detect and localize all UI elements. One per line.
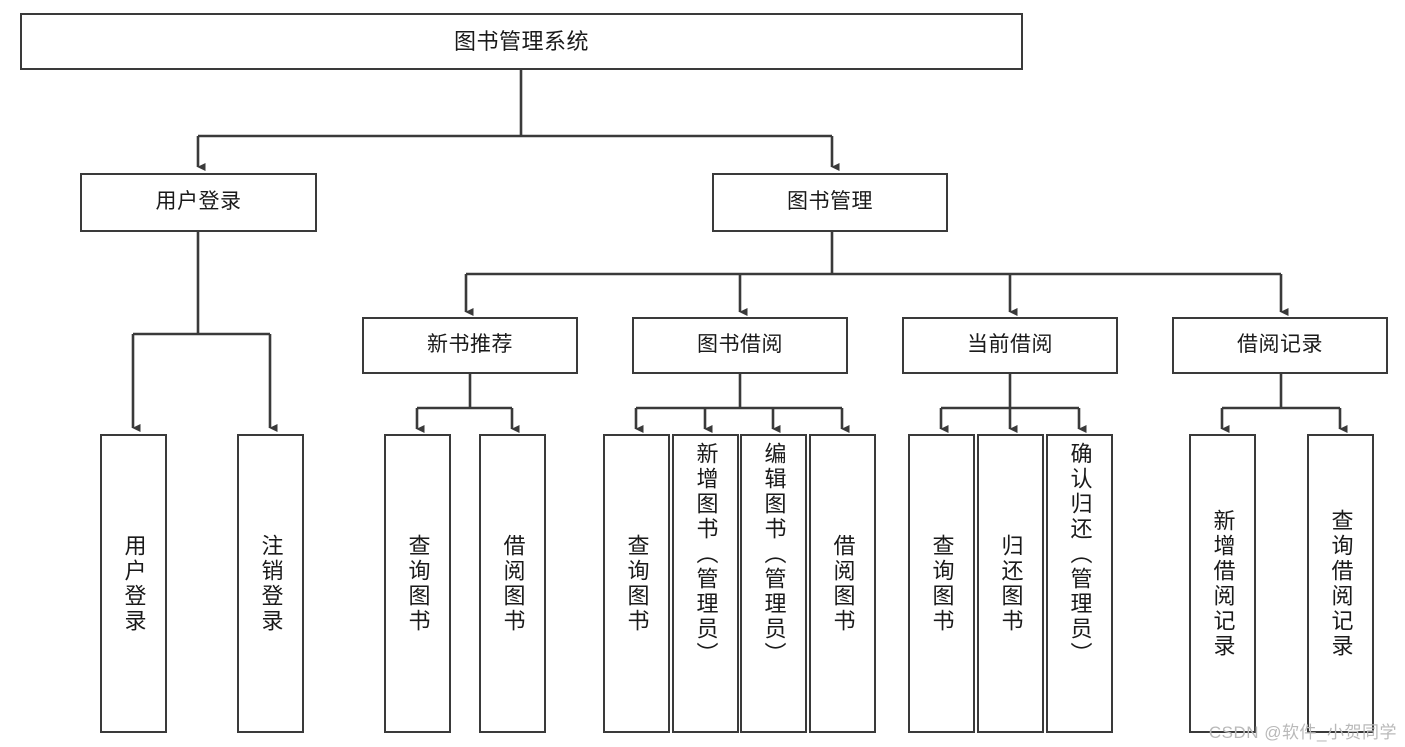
node-leaf-borrow-book-label: 借阅图书 — [830, 533, 856, 634]
node-book-borrow[interactable]: 图书借阅 — [632, 317, 848, 374]
node-root-label: 图书管理系统 — [453, 28, 589, 54]
node-root-book-management-system[interactable]: 图书管理系统 — [20, 13, 1023, 70]
node-leaf-query-book-borrow-label: 查询图书 — [624, 533, 650, 634]
node-book-management-label: 图书管理 — [787, 190, 873, 214]
node-new-book-recommend-label: 新书推荐 — [427, 333, 513, 357]
node-leaf-add-borrow-record[interactable]: 新增借阅记录 — [1189, 434, 1256, 733]
node-leaf-add-borrow-record-label: 新增借阅记录 — [1210, 508, 1236, 659]
node-leaf-edit-book-admin-label: 编辑图书（管理员） — [761, 442, 787, 667]
node-leaf-logout[interactable]: 注销登录 — [237, 434, 304, 733]
node-leaf-user-login-label: 用户登录 — [121, 533, 147, 634]
node-user-login-label: 用户登录 — [155, 190, 242, 214]
node-leaf-add-book-admin[interactable]: 新增图书（管理员） — [672, 434, 739, 733]
node-current-borrow-label: 当前借阅 — [967, 333, 1053, 357]
node-leaf-add-book-admin-label: 新增图书（管理员） — [693, 442, 719, 667]
node-leaf-return-book[interactable]: 归还图书 — [977, 434, 1044, 733]
node-leaf-borrow-book[interactable]: 借阅图书 — [809, 434, 876, 733]
node-leaf-borrow-book-recommend-label: 借阅图书 — [500, 533, 526, 634]
node-leaf-user-login[interactable]: 用户登录 — [100, 434, 167, 733]
node-leaf-edit-book-admin[interactable]: 编辑图书（管理员） — [740, 434, 807, 733]
node-leaf-query-book-borrow[interactable]: 查询图书 — [603, 434, 670, 733]
node-leaf-return-book-label: 归还图书 — [998, 533, 1024, 634]
node-leaf-query-book-recommend[interactable]: 查询图书 — [384, 434, 451, 733]
node-leaf-query-book-current[interactable]: 查询图书 — [908, 434, 975, 733]
node-leaf-query-book-current-label: 查询图书 — [929, 533, 955, 634]
node-book-borrow-label: 图书借阅 — [697, 333, 783, 357]
node-borrow-records-label: 借阅记录 — [1237, 333, 1323, 357]
node-user-login[interactable]: 用户登录 — [80, 173, 317, 232]
csdn-watermark: CSDN @软件_小贺同学 — [1208, 723, 1397, 742]
node-leaf-query-borrow-record[interactable]: 查询借阅记录 — [1307, 434, 1374, 733]
node-leaf-query-book-recommend-label: 查询图书 — [405, 533, 431, 634]
node-new-book-recommend[interactable]: 新书推荐 — [362, 317, 578, 374]
node-leaf-borrow-book-recommend[interactable]: 借阅图书 — [479, 434, 546, 733]
node-book-management[interactable]: 图书管理 — [712, 173, 948, 232]
node-leaf-query-borrow-record-label: 查询借阅记录 — [1328, 508, 1354, 659]
node-leaf-confirm-return-admin-label: 确认归还（管理员） — [1067, 442, 1093, 667]
node-borrow-records[interactable]: 借阅记录 — [1172, 317, 1388, 374]
node-leaf-logout-label: 注销登录 — [258, 533, 284, 634]
node-current-borrow[interactable]: 当前借阅 — [902, 317, 1118, 374]
node-leaf-confirm-return-admin[interactable]: 确认归还（管理员） — [1046, 434, 1113, 733]
